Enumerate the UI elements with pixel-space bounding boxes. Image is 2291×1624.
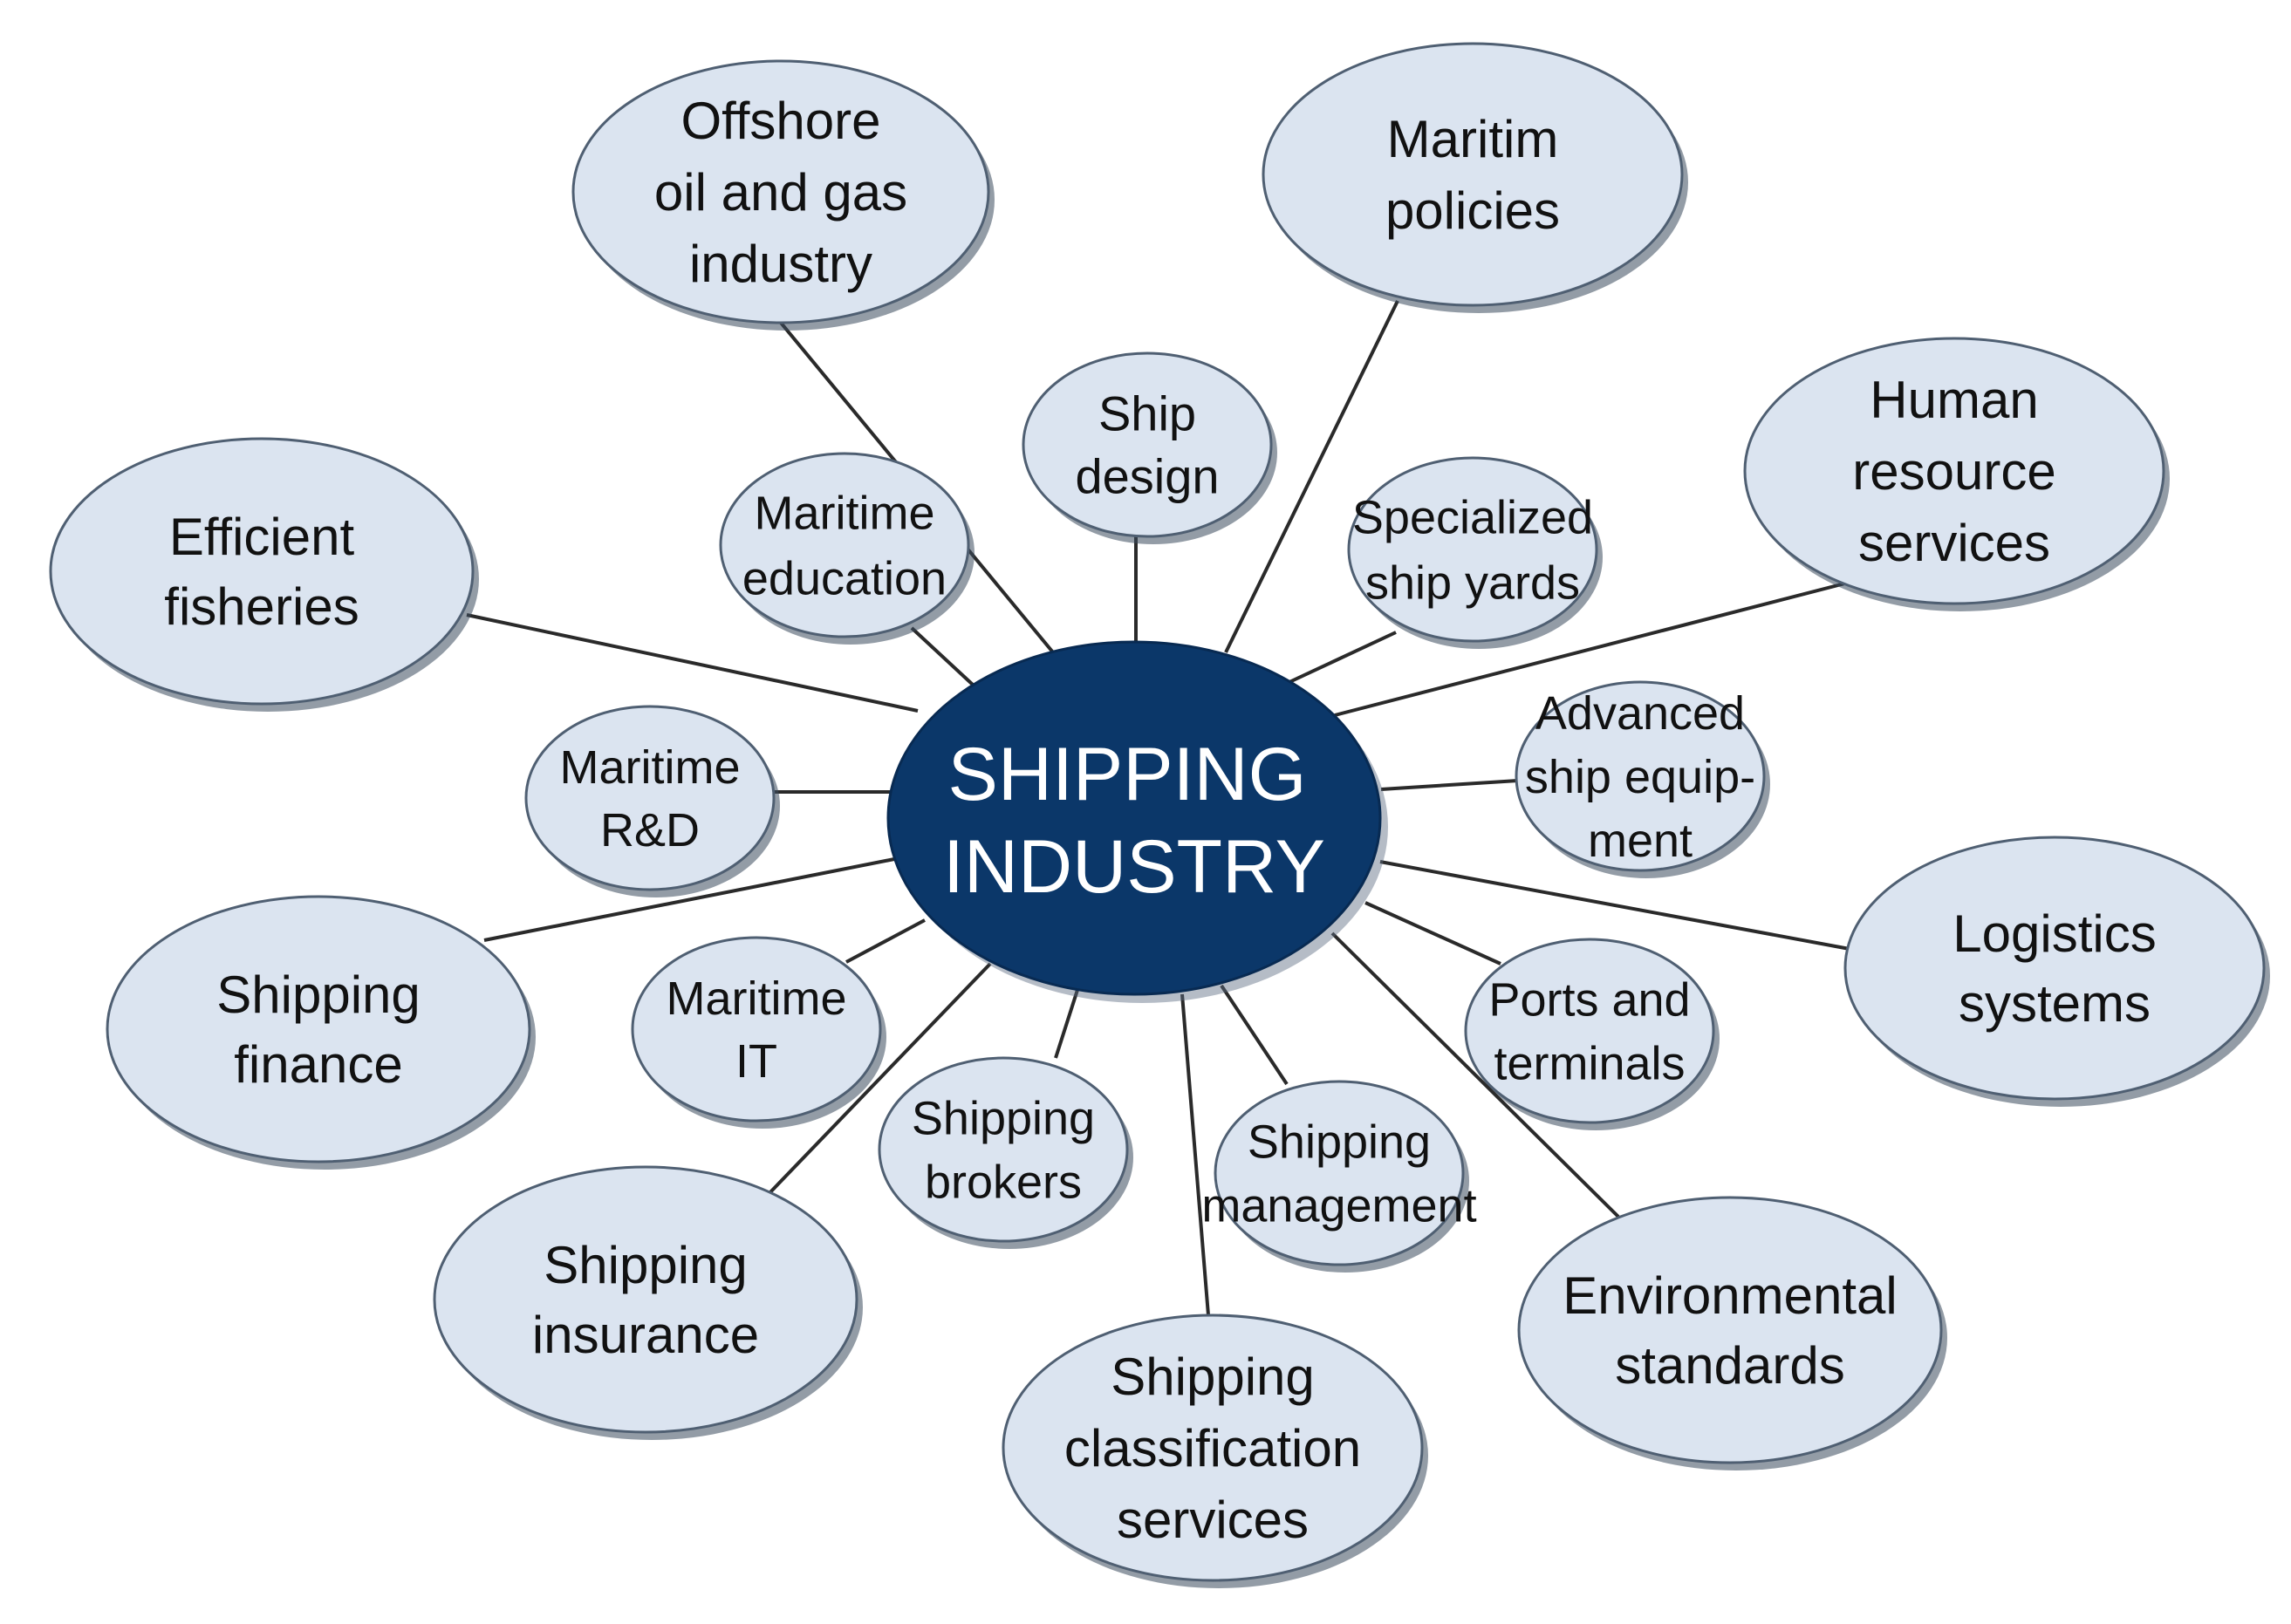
node-label-line: resource <box>1852 442 2055 501</box>
node-label-line: terminals <box>1494 1037 1685 1089</box>
hub-label-line2: INDUSTRY <box>943 825 1325 909</box>
node-offshore: Offshore oil and gas industry <box>571 59 995 331</box>
node-ship-design: Ship design <box>1022 351 1277 544</box>
spoke-efficient-fisheries <box>466 613 919 713</box>
node-human-resource: Human resource services <box>1743 337 2170 611</box>
node-maritim-policies: Maritim policies <box>1262 42 1688 313</box>
node-ellipse <box>1214 1080 1465 1266</box>
central-hub: SHIPPING INDUSTRY <box>886 640 1388 1003</box>
node-label-line: ship yards <box>1365 556 1580 609</box>
spoke-advanced-ship-equipment <box>1380 779 1519 791</box>
node-label-line: finance <box>234 1035 402 1094</box>
node-label-line: oil and gas <box>654 163 907 222</box>
node-label-line: insurance <box>532 1306 759 1364</box>
node-label-line: design <box>1075 449 1219 504</box>
spoke-logistics <box>1379 860 1850 951</box>
node-ellipse <box>1743 337 2165 605</box>
node-label-line: brokers <box>925 1156 1082 1208</box>
node-label-line: fisheries <box>164 577 359 636</box>
node-label-line: standards <box>1615 1336 1845 1395</box>
hub-label-line1: SHIPPING <box>948 733 1307 816</box>
node-efficient-fisheries: Efficient fisheries <box>49 437 479 712</box>
node-ellipse <box>49 437 475 706</box>
node-ellipse <box>1262 42 1684 307</box>
node-label-line: systems <box>1959 974 2151 1033</box>
node-shipping-finance: Shipping finance <box>106 895 536 1170</box>
satellite-nodes: Offshore oil and gas industry Maritim polici… <box>49 42 2270 1588</box>
node-advanced-ship-equipment: Advanced ship equip-ment <box>1515 680 1770 878</box>
node-logistics: Logistics systems <box>1843 836 2270 1107</box>
node-classification: Shipping classification services <box>1002 1314 1428 1588</box>
node-label-line: Shipping <box>216 966 421 1024</box>
node-shipping-insurance: Shipping insurance <box>433 1165 863 1440</box>
node-ellipse <box>1002 1314 1424 1582</box>
node-ellipse <box>433 1165 858 1434</box>
node-label-line: Shipping <box>1248 1116 1431 1168</box>
spoke-specialized-ship-yards <box>1289 631 1397 684</box>
node-ellipse <box>631 936 882 1122</box>
spoke-shipping-brokers <box>1054 989 1079 1059</box>
node-label-line: R&D <box>600 804 700 856</box>
node-shipping-management: Shipping management <box>1201 1080 1477 1273</box>
node-shipping-brokers: Shipping brokers <box>878 1056 1133 1249</box>
node-label-line: industry <box>689 235 872 293</box>
hub-ellipse <box>886 640 1382 996</box>
node-specialized-ship-yards: Specialized ship yards <box>1347 456 1603 649</box>
spoke-classification <box>1180 993 1210 1316</box>
node-ellipse <box>878 1056 1129 1243</box>
node-label-line: services <box>1858 514 2050 572</box>
node-ellipse <box>1517 1196 1943 1464</box>
node-label-line: management <box>1201 1179 1476 1232</box>
node-label-line: Human <box>1870 371 2038 429</box>
node-maritime-education: Maritime education <box>719 452 975 645</box>
spoke-maritim-policies <box>1224 300 1399 653</box>
node-ellipse <box>1464 938 1715 1124</box>
node-label-line: Efficient <box>169 508 355 566</box>
node-label-line: policies <box>1385 181 1560 240</box>
node-label-line: Logistics <box>1952 904 2156 963</box>
node-label-line: Offshore <box>680 92 880 150</box>
node-label-line: Ports and <box>1488 973 1690 1026</box>
node-label-line: Maritime <box>666 972 846 1025</box>
node-ellipse <box>1022 351 1273 538</box>
node-label-line: Specialized <box>1352 491 1593 543</box>
node-label-line: education <box>742 552 947 604</box>
spoke-shipping-insurance <box>766 962 992 1197</box>
node-ellipse <box>1515 680 1766 872</box>
node-label-line: Shipping <box>912 1092 1095 1144</box>
spoke-maritime-education <box>910 626 975 686</box>
node-label-line: ment <box>1588 815 1693 867</box>
node-label-line: Maritime <box>559 741 740 794</box>
node-ellipse <box>1347 456 1598 643</box>
node-label-line: Advanced <box>1535 687 1745 740</box>
spoke-maritime-it <box>845 918 926 964</box>
connector-lines <box>466 300 1859 1316</box>
node-ellipse <box>1843 836 2266 1101</box>
node-label-line: Maritim <box>1387 110 1559 168</box>
spoke-shipping-management <box>1220 984 1289 1086</box>
node-label-line: Environmental <box>1563 1266 1898 1325</box>
node-label-line: Shipping <box>1111 1348 1315 1406</box>
node-label-line: services <box>1117 1491 1309 1549</box>
node-label-line: ship equip- <box>1525 751 1755 803</box>
spoke-shipping-finance <box>483 857 895 942</box>
node-label-line: Shipping <box>544 1236 748 1294</box>
node-ellipse <box>524 705 776 891</box>
node-ellipse <box>106 895 531 1163</box>
node-label-line: IT <box>735 1035 777 1088</box>
node-ellipse <box>719 452 970 638</box>
node-label-line: Ship <box>1098 386 1196 441</box>
spoke-ports-terminals <box>1364 901 1501 966</box>
node-environmental: Environmental standards <box>1517 1196 1947 1470</box>
spoke-human-resource <box>1334 578 1859 717</box>
node-label-line: Maritime <box>754 487 934 539</box>
node-ellipse <box>571 59 990 324</box>
spoke-environmental <box>1330 931 1620 1218</box>
node-label-line: classification <box>1064 1419 1361 1477</box>
node-ports-terminals: Ports and terminals <box>1464 938 1720 1130</box>
